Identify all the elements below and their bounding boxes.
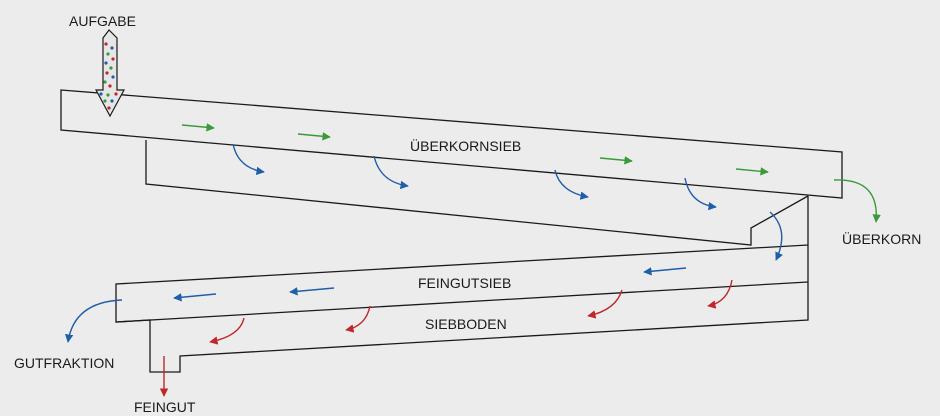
undersize-flow-arrows [64, 143, 784, 343]
flow-arrow-icon [232, 143, 265, 175]
label-siebboden: SIEBBODEN [425, 316, 507, 332]
flow-arrow-icon [707, 279, 733, 309]
label-aufgabe: AUFGABE [69, 13, 136, 29]
feed-particles [99, 42, 118, 110]
label-ueberkornsieb: ÜBERKORNSIEB [410, 137, 521, 154]
flow-arrow-icon [735, 167, 769, 176]
flow-arrow-icon [181, 123, 215, 132]
flow-arrow-icon [643, 267, 687, 276]
flow-arrow-icon [345, 305, 371, 333]
flow-arrow-icon [833, 179, 881, 223]
flow-arrow-icon [769, 211, 784, 261]
flow-arrow-icon [64, 299, 123, 343]
flow-arrow-icon [297, 132, 331, 141]
oversize-flow-arrows [181, 123, 881, 223]
fines-flow-arrows [159, 279, 733, 397]
label-ueberkorn: ÜBERKORN [842, 230, 921, 247]
return-trough [145, 140, 809, 246]
flow-arrow-icon [289, 287, 335, 296]
flow-arrow-icon [587, 289, 623, 319]
upper-deck-housing [60, 89, 843, 199]
flow-arrow-icon [599, 156, 633, 165]
flow-arrow-icon [173, 293, 217, 302]
flow-arrow-icon [554, 169, 589, 200]
feed-arrow-icon [94, 29, 126, 118]
label-feingutsieb: FEINGUTSIEB [418, 275, 511, 291]
lower-deck-housing [115, 196, 809, 373]
label-gutfraktion: GUTFRAKTION [14, 355, 114, 371]
flow-arrow-icon [373, 155, 409, 190]
label-feingut: FEINGUT [134, 399, 196, 415]
flow-arrow-icon [209, 317, 245, 345]
flow-arrow-icon [684, 177, 717, 211]
